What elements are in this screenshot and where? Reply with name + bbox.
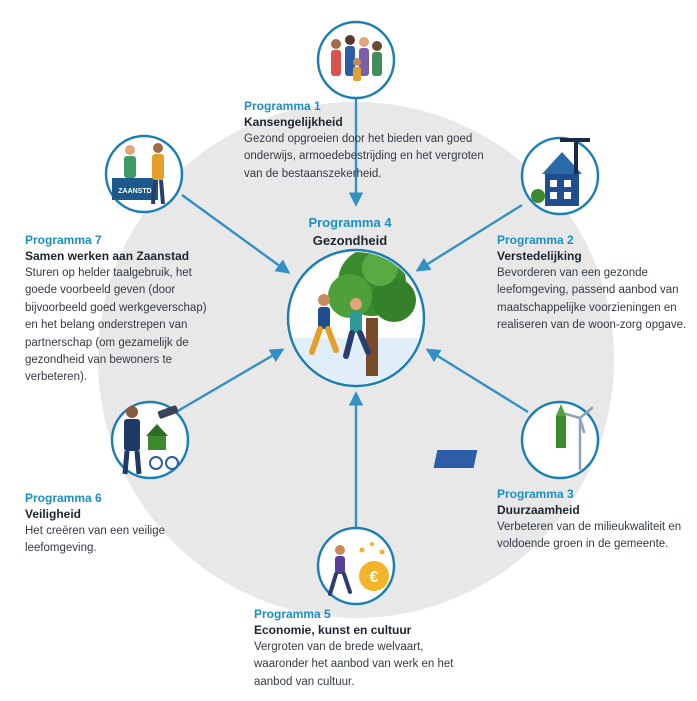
arrow-p6	[175, 348, 285, 414]
program-3-number: Programma 3	[497, 487, 574, 501]
desk-label: ZAANSTD	[118, 188, 151, 195]
program-5-number: Programma 5	[254, 607, 331, 621]
program-2-number: Programma 2	[497, 233, 574, 247]
program-2-block: Programma 2 Verstedelijking Bevorderen v…	[497, 232, 687, 335]
program-5-description: Vergroten van de brede welvaart, waarond…	[254, 641, 454, 688]
program-4-number: Programma 4	[308, 215, 392, 230]
police-camera-icon	[110, 400, 190, 480]
svg-text:€: €	[370, 569, 379, 586]
arrow-p7	[181, 194, 291, 274]
arrows	[175, 92, 529, 530]
arrow-p2	[415, 203, 523, 272]
program-7-number: Programma 7	[25, 233, 102, 247]
program-3-title: Duurzaamheid	[497, 503, 580, 517]
program-7-block: Programma 7 Samen werken aan Zaanstad St…	[25, 232, 220, 387]
program-2-title: Verstedelijking	[497, 249, 582, 263]
program-3-block: Programma 3 Duurzaamheid Verbeteren van …	[497, 486, 687, 554]
program-6-title: Veiligheid	[25, 507, 82, 521]
program-7-description: Sturen op helder taalgebruik, het goede …	[25, 267, 207, 384]
program-1-number: Programma 1	[244, 99, 321, 113]
family-icon	[316, 20, 396, 100]
program-3-description: Verbeteren van de milieukwaliteit en vol…	[497, 521, 682, 551]
program-1-block: Programma 1 Kansengelijkheid Gezond opgr…	[244, 98, 484, 183]
program-4-title: Gezondheid	[312, 233, 388, 248]
program-4-center-label: Programma 4 Gezondheid	[270, 214, 430, 250]
solar-wind-icon	[433, 400, 600, 480]
houses-crane-icon	[520, 136, 600, 216]
program-6-description: Het creëren van een veilige leefomgeving…	[25, 525, 165, 555]
program-6-number: Programma 6	[25, 491, 102, 505]
program-5-title: Economie, kunst en cultuur	[254, 623, 412, 637]
musician-euro-icon: €	[316, 526, 396, 606]
program-1-description: Gezond opgroeien door het bieden van goe…	[244, 133, 484, 180]
program-7-title: Samen werken aan Zaanstad	[25, 249, 190, 263]
program-1-title: Kansengelijkheid	[244, 115, 343, 129]
service-desk-icon: ZAANSTD	[104, 134, 184, 214]
program-2-description: Bevorderen van een gezonde leefomgeving,…	[497, 267, 687, 332]
program-6-block: Programma 6 Veiligheid Het creëren van e…	[25, 490, 215, 558]
program-5-block: Programma 5 Economie, kunst en cultuur V…	[254, 606, 474, 691]
arrow-p3	[425, 348, 529, 414]
